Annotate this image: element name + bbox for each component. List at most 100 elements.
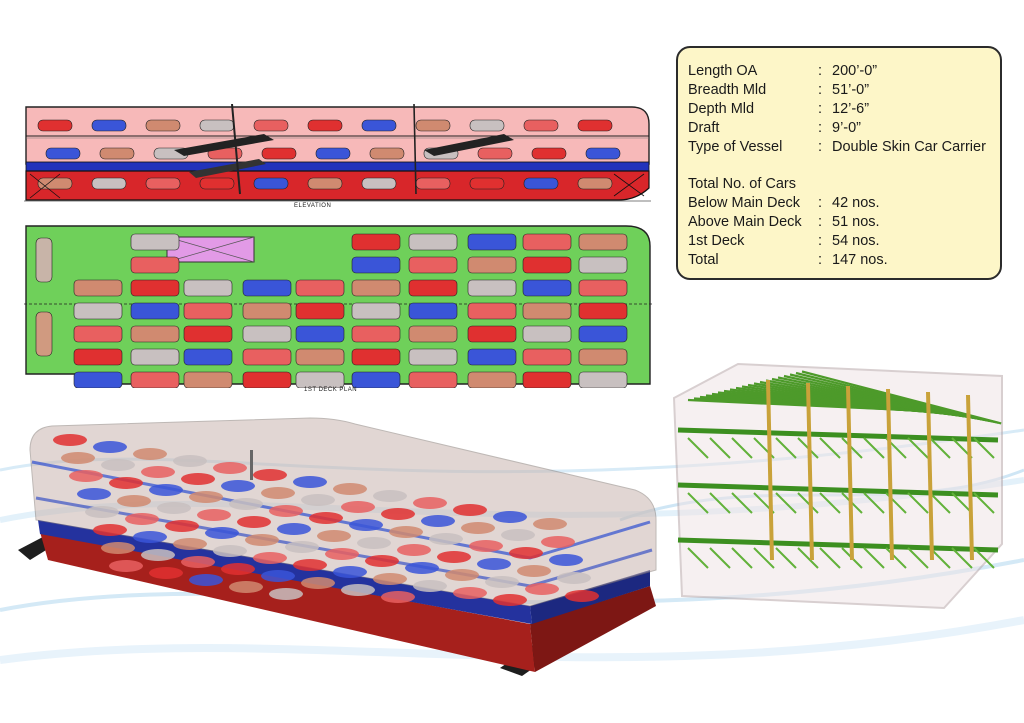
car-icon xyxy=(341,501,375,513)
specification-panel: Length OA:200’-0”Breadth Mld:51’-0”Depth… xyxy=(676,46,1002,280)
car-icon xyxy=(408,302,458,320)
car-count-label: 1st Deck xyxy=(688,233,745,249)
car-icon xyxy=(509,547,543,559)
car-icon xyxy=(351,302,401,320)
car-icon xyxy=(130,233,180,251)
car-icon xyxy=(35,311,53,357)
spec-label: Draft xyxy=(688,120,720,136)
car-icon xyxy=(429,533,463,545)
car-count-separator: : xyxy=(818,214,823,230)
car-icon xyxy=(130,371,180,389)
car-icon xyxy=(333,483,367,495)
car-icon xyxy=(523,177,559,190)
car-icon xyxy=(477,147,513,160)
car-icon xyxy=(245,534,279,546)
car-icon xyxy=(183,302,233,320)
cars-heading-row: Total No. of Cars xyxy=(688,175,1000,194)
car-count-row: Total:147 nos. xyxy=(688,251,1000,270)
car-icon xyxy=(145,119,181,132)
car-icon xyxy=(408,256,458,274)
car-icon xyxy=(261,147,297,160)
car-icon xyxy=(53,434,87,446)
car-icon xyxy=(133,448,167,460)
car-icon xyxy=(467,371,517,389)
car-icon xyxy=(349,519,383,531)
car-icon xyxy=(467,348,517,366)
car-icon xyxy=(557,572,591,584)
car-icon xyxy=(578,325,628,343)
car-icon xyxy=(325,548,359,560)
spec-separator: : xyxy=(818,82,823,98)
car-icon xyxy=(578,348,628,366)
spec-label: Depth Mld xyxy=(688,101,755,117)
car-icon xyxy=(333,566,367,578)
car-icon xyxy=(408,279,458,297)
car-icon xyxy=(199,177,235,190)
car-count-row: Below Main Deck:42 nos. xyxy=(688,194,1000,213)
car-icon xyxy=(522,256,572,274)
car-icon xyxy=(73,325,123,343)
side-elevation-drawing: ELEVATION xyxy=(24,103,651,209)
car-icon xyxy=(183,348,233,366)
spec-row: Draft:9’-0” xyxy=(688,119,1000,138)
car-icon xyxy=(467,302,517,320)
car-icon xyxy=(461,522,495,534)
car-icon xyxy=(73,279,123,297)
car-icon xyxy=(285,541,319,553)
car-icon xyxy=(365,555,399,567)
car-icon xyxy=(421,515,455,527)
car-icon xyxy=(205,527,239,539)
car-icon xyxy=(408,233,458,251)
car-icon xyxy=(73,302,123,320)
car-icon xyxy=(130,256,180,274)
car-icon xyxy=(523,119,559,132)
car-icon xyxy=(397,544,431,556)
car-icon xyxy=(242,302,292,320)
car-icon xyxy=(141,466,175,478)
car-icon xyxy=(315,147,351,160)
car-icon xyxy=(293,559,327,571)
car-icon xyxy=(373,490,407,502)
car-icon xyxy=(125,513,159,525)
car-icon xyxy=(493,511,527,523)
car-icon xyxy=(295,371,345,389)
car-icon xyxy=(93,524,127,536)
spec-row: Breadth Mld:51’-0” xyxy=(688,81,1000,100)
car-icon xyxy=(221,480,255,492)
car-icon xyxy=(91,177,127,190)
car-icon xyxy=(133,531,167,543)
car-icon xyxy=(493,594,527,606)
car-icon xyxy=(541,536,575,548)
car-icon xyxy=(197,509,231,521)
car-icon xyxy=(408,371,458,389)
car-icon xyxy=(351,233,401,251)
spec-separator: : xyxy=(818,139,823,155)
car-icon xyxy=(522,302,572,320)
car-icon xyxy=(69,470,103,482)
car-icon xyxy=(565,590,599,602)
deck-plan-label: 1ST DECK PLAN xyxy=(304,387,358,393)
car-icon xyxy=(361,119,397,132)
car-icon xyxy=(381,591,415,603)
car-icon xyxy=(99,147,135,160)
car-icon xyxy=(199,119,235,132)
spec-value: 200’-0” xyxy=(832,63,878,79)
car-icon xyxy=(351,325,401,343)
car-icon xyxy=(261,570,295,582)
car-count-value: 147 nos. xyxy=(832,252,888,268)
car-icon xyxy=(61,452,95,464)
car-icon xyxy=(183,279,233,297)
car-icon xyxy=(93,441,127,453)
car-icon xyxy=(253,469,287,481)
car-icon xyxy=(130,348,180,366)
car-icon xyxy=(295,348,345,366)
car-count-separator: : xyxy=(818,252,823,268)
car-icon xyxy=(578,371,628,389)
car-icon xyxy=(45,147,81,160)
car-icon xyxy=(229,498,263,510)
car-icon xyxy=(369,147,405,160)
car-icon xyxy=(467,279,517,297)
car-icon xyxy=(485,576,519,588)
car-icon xyxy=(415,119,451,132)
spec-value: 12’-6” xyxy=(832,101,870,117)
